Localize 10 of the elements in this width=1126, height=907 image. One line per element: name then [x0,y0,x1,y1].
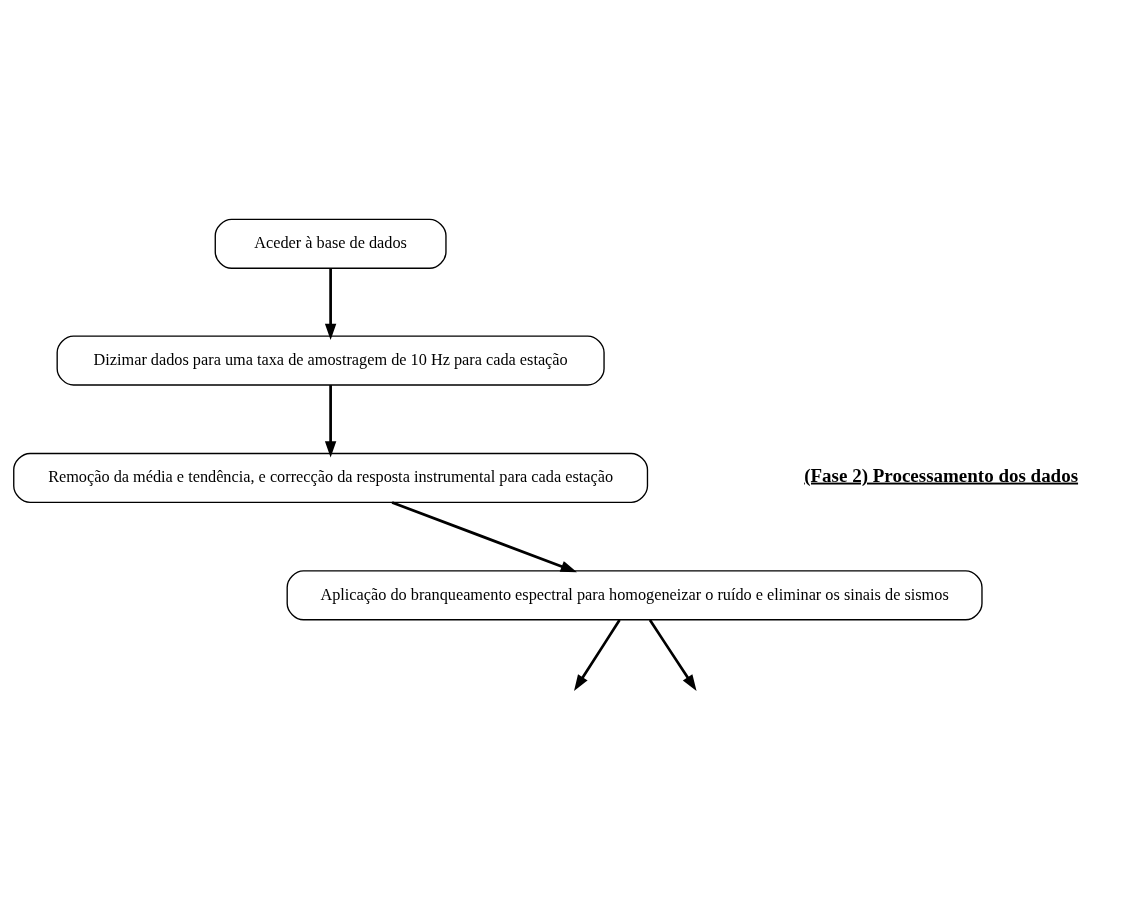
node-box: Remoção da média e tendência, e correcção da resposta instrumental para cada estação [13,452,649,503]
label: (Fase 2) Processamento dos dados [804,464,1079,486]
arrow [324,384,337,458]
node-box: Aplicação do branqueamento espectral para homogeneizar o ruído e eliminar os sinais de sismos [286,569,983,620]
node-box: Aceder à base de dados [214,218,447,269]
arrow [648,618,697,691]
arrow [324,268,337,340]
arrow [391,500,577,572]
node-box: Dizimar dados para uma taxa de amostragem de 10 Hz para cada estação [56,334,605,386]
arrow [574,618,621,691]
